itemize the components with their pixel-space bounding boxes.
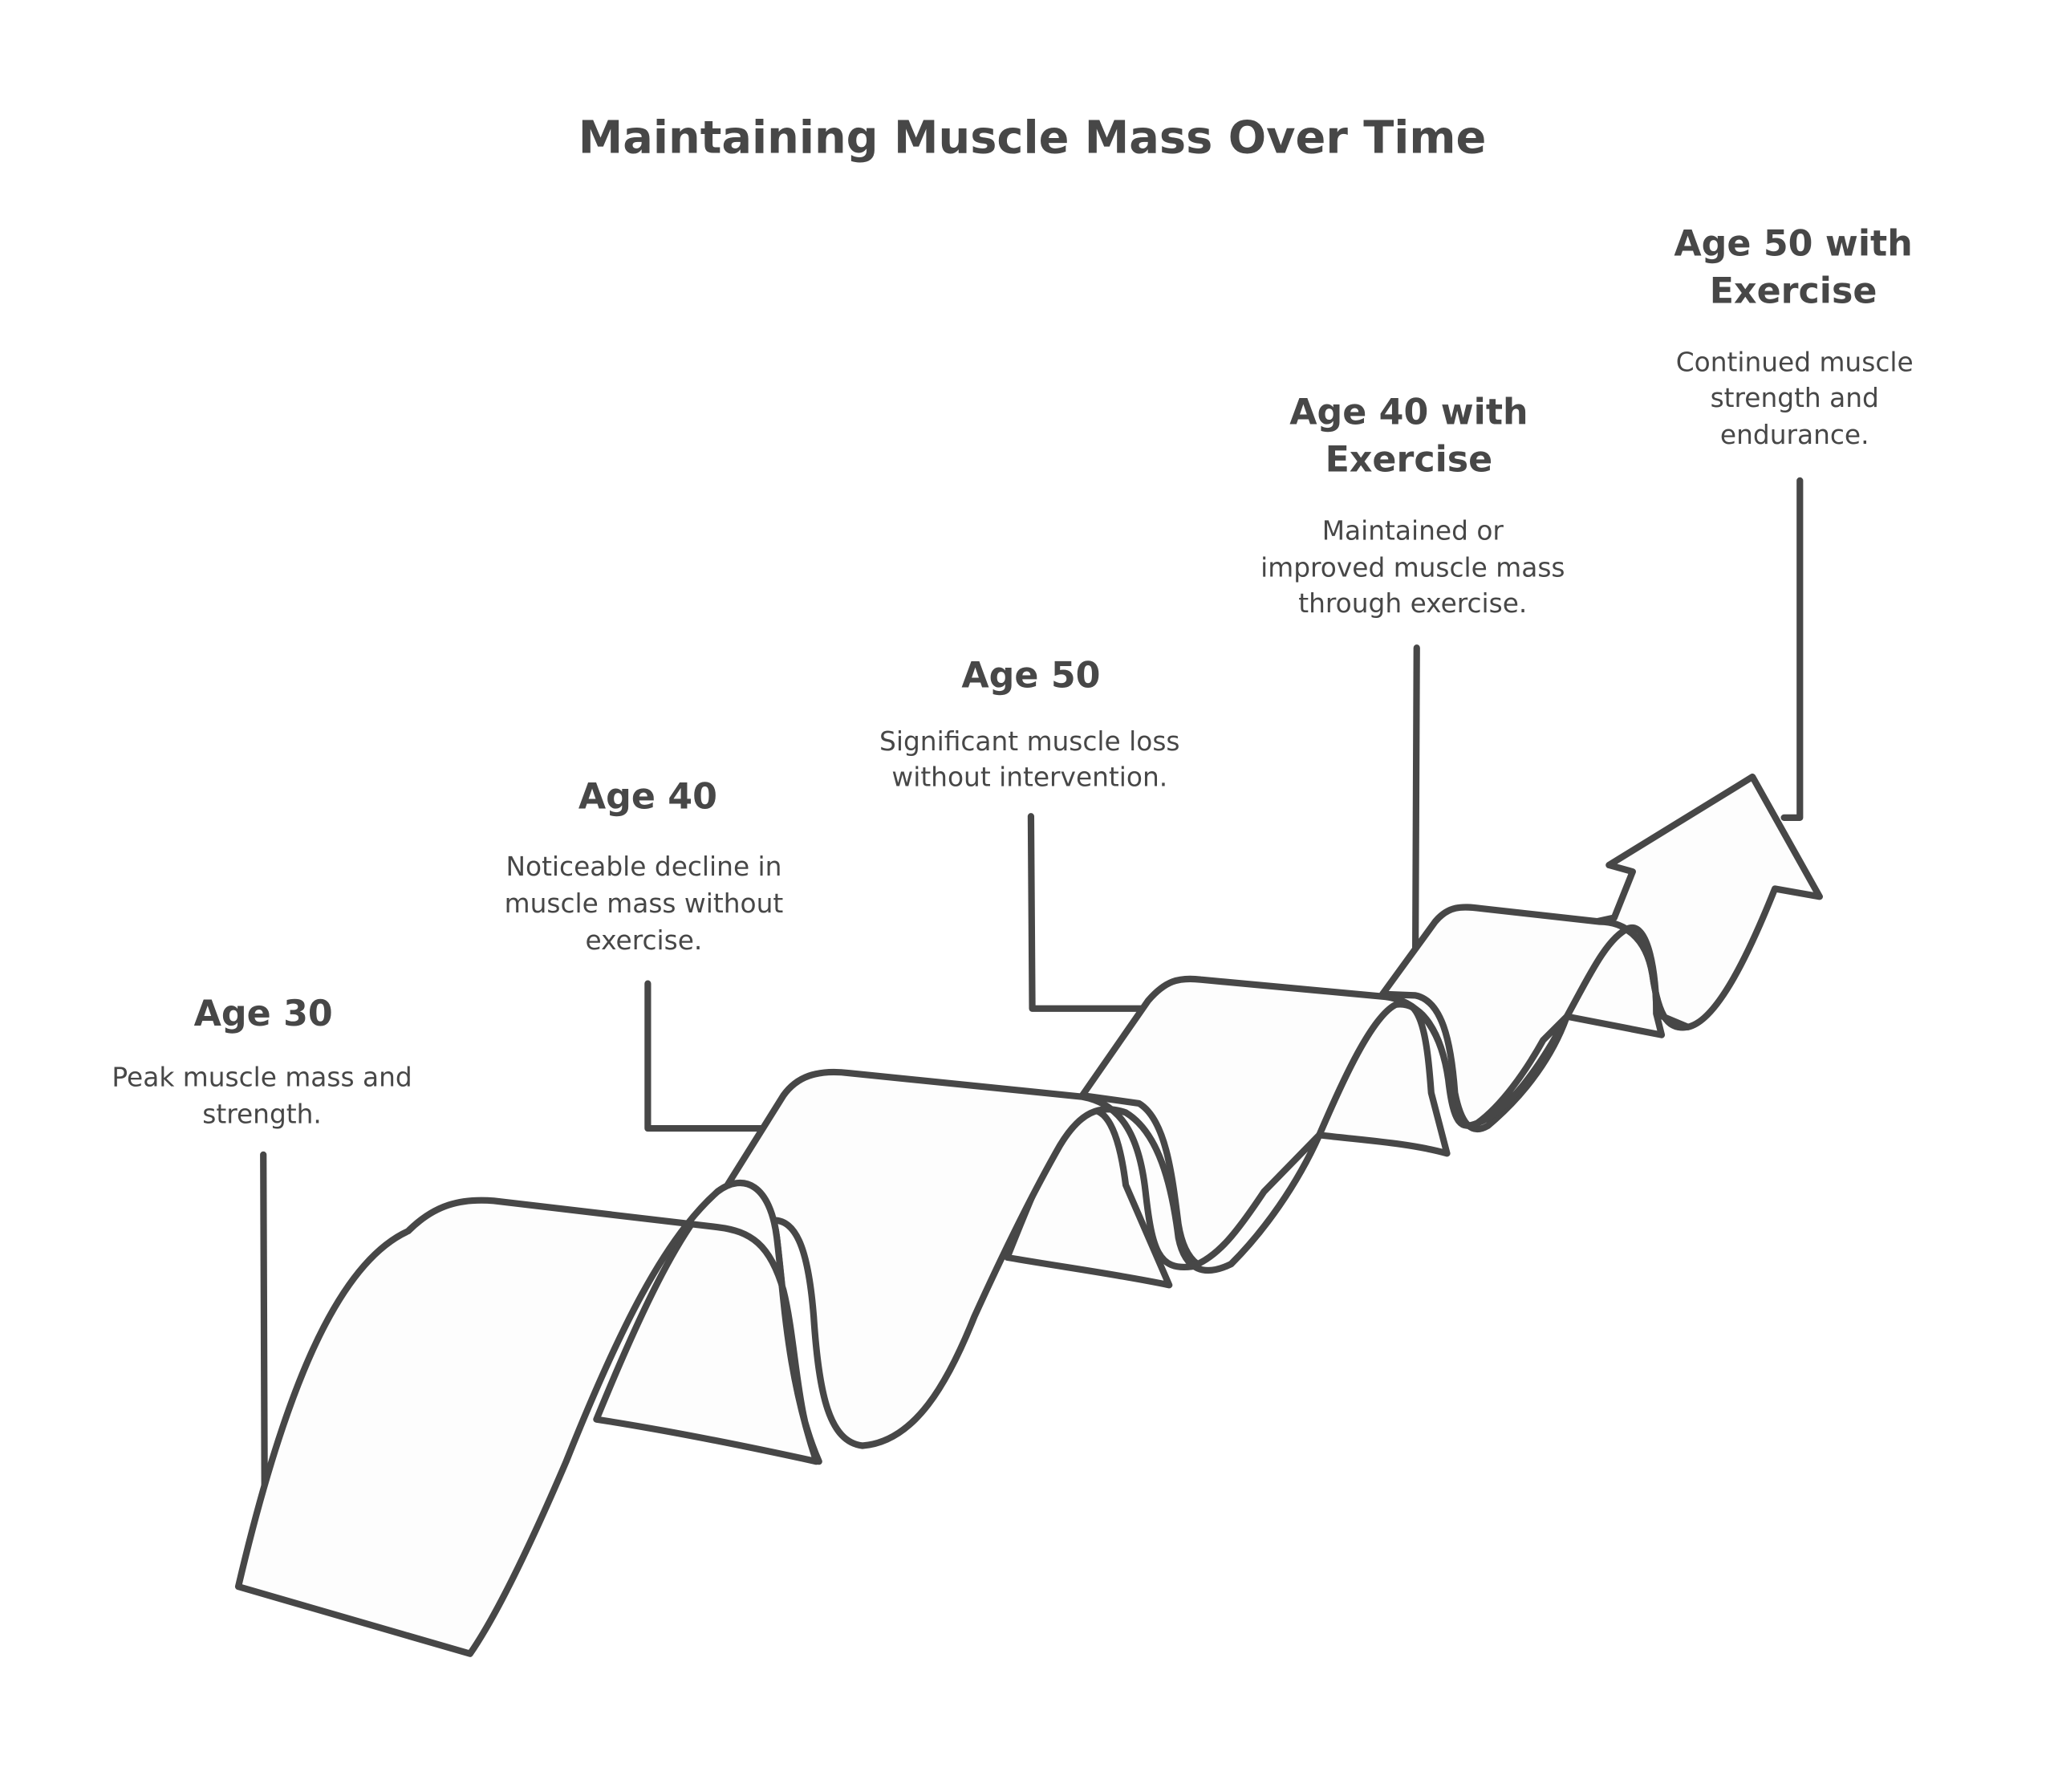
stage-description-line: muscle mass without bbox=[505, 888, 784, 919]
stage-description-line: Significant muscle loss bbox=[879, 726, 1179, 757]
stage-description-line: strength and bbox=[1711, 383, 1879, 413]
ribbon-segment-2 bbox=[700, 1068, 1323, 1449]
stage-title: Age 40 bbox=[578, 776, 717, 817]
stage-age-50-with-exercise: Age 50 with Exercise Continued muscle st… bbox=[1674, 223, 1913, 450]
stage-description-line: endurance. bbox=[1720, 420, 1869, 450]
leader-lines bbox=[260, 477, 1804, 1518]
leader-age-40-exercise bbox=[1411, 644, 1420, 954]
stage-description-line: Peak muscle mass and bbox=[112, 1063, 412, 1093]
stage-title: Exercise bbox=[1325, 439, 1493, 480]
stage-title: Exercise bbox=[1710, 270, 1877, 311]
stage-age-40-with-exercise: Age 40 with Exercise Maintained or impro… bbox=[1260, 392, 1565, 619]
stage-description-line: Maintained or bbox=[1322, 516, 1504, 547]
leader-age-40 bbox=[644, 980, 774, 1132]
leader-age-30 bbox=[260, 1151, 268, 1518]
stage-description-line: Noticeable decline in bbox=[505, 851, 781, 882]
stage-title: Age 50 bbox=[961, 655, 1100, 696]
diagram-title: Maintaining Muscle Mass Over Time bbox=[578, 112, 1487, 164]
stage-description-line: Continued muscle bbox=[1676, 347, 1914, 378]
stage-description-line: improved muscle mass bbox=[1260, 553, 1565, 583]
ribbon-segment-1 bbox=[234, 1180, 822, 1657]
stage-title: Age 50 with bbox=[1674, 223, 1912, 264]
stage-description-line: strength. bbox=[202, 1099, 322, 1130]
ribbon-arrow-icon bbox=[234, 773, 1823, 1657]
leader-age-50-exercise bbox=[1780, 477, 1804, 821]
stage-title: Age 40 with bbox=[1289, 392, 1528, 433]
stage-age-30: Age 30 Peak muscle mass and strength. bbox=[112, 994, 412, 1129]
stage-age-50: Age 50 Significant muscle loss without i… bbox=[879, 655, 1179, 792]
ribbon-segment-4 bbox=[1378, 904, 1691, 1132]
stage-description-line: without intervention. bbox=[891, 762, 1167, 793]
leader-age-50 bbox=[1027, 813, 1149, 1012]
stage-age-40: Age 40 Noticeable decline in muscle mass… bbox=[505, 776, 784, 956]
stage-description-line: exercise. bbox=[586, 925, 703, 956]
stage-title: Age 30 bbox=[194, 994, 333, 1034]
stage-description-line: through exercise. bbox=[1298, 588, 1527, 619]
